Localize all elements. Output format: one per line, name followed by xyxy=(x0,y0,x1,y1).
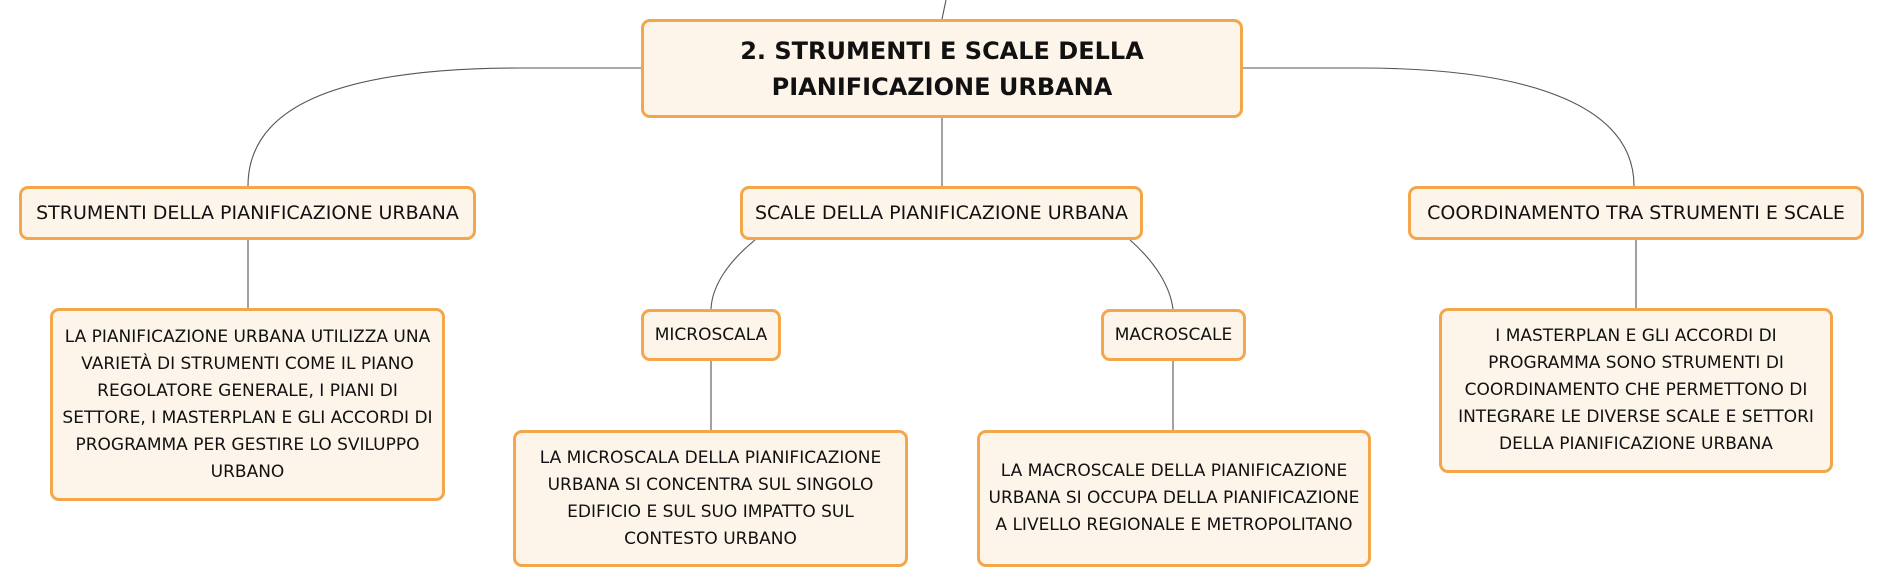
topic-coordinamento-node[interactable]: COORDINAMENTO TRA STRUMENTI E SCALE xyxy=(1408,186,1864,240)
detail-macroscale-text: LA MACROSCALE DELLA PIANIFICAZIONE URBAN… xyxy=(988,461,1360,535)
root-topic-node[interactable]: 2. STRUMENTI E SCALE DELLA PIANIFICAZION… xyxy=(641,19,1243,118)
root-topic-label: 2. STRUMENTI E SCALE DELLA PIANIFICAZION… xyxy=(740,36,1144,101)
subtopic-macroscale-node[interactable]: MACROSCALE xyxy=(1101,309,1246,361)
topic-strumenti-label: STRUMENTI DELLA PIANIFICAZIONE URBANA xyxy=(36,202,459,224)
topic-strumenti-node[interactable]: STRUMENTI DELLA PIANIFICAZIONE URBANA xyxy=(19,186,476,240)
connector-parent-to-root xyxy=(941,0,947,20)
detail-strumenti-node[interactable]: LA PIANIFICAZIONE URBANA UTILIZZA UNA VA… xyxy=(50,308,445,501)
topic-scale-label: SCALE DELLA PIANIFICAZIONE URBANA xyxy=(754,202,1129,224)
topic-coordinamento-label: COORDINAMENTO TRA STRUMENTI E SCALE xyxy=(1427,202,1845,224)
connector-scale-to-microscala xyxy=(710,239,756,310)
subtopic-macroscale-label: MACROSCALE xyxy=(1114,325,1233,345)
connector-root-to-strumenti xyxy=(247,67,641,187)
detail-coordinamento-node[interactable]: I MASTERPLAN E GLI ACCORDI DI PROGRAMMA … xyxy=(1439,308,1833,473)
detail-microscala-node[interactable]: LA MICROSCALA DELLA PIANIFICAZIONE URBAN… xyxy=(513,430,908,567)
connector-scale-to-macroscale xyxy=(1129,239,1174,310)
detail-macroscale-node[interactable]: LA MACROSCALE DELLA PIANIFICAZIONE URBAN… xyxy=(977,430,1371,567)
subtopic-microscala-node[interactable]: MICROSCALA xyxy=(641,309,781,361)
connector-root-to-coordinamento xyxy=(1243,67,1635,187)
detail-coordinamento-text: I MASTERPLAN E GLI ACCORDI DI PROGRAMMA … xyxy=(1458,326,1814,454)
detail-strumenti-text: LA PIANIFICAZIONE URBANA UTILIZZA UNA VA… xyxy=(62,326,433,482)
subtopic-microscala-label: MICROSCALA xyxy=(654,325,768,345)
topic-scale-node[interactable]: SCALE DELLA PIANIFICAZIONE URBANA xyxy=(740,186,1143,240)
detail-microscala-text: LA MICROSCALA DELLA PIANIFICAZIONE URBAN… xyxy=(539,447,882,549)
